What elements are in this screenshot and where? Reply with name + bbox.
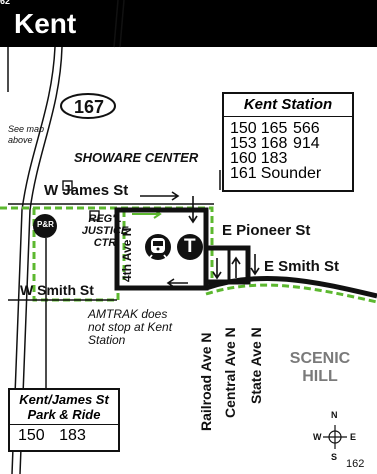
route-cell: Sounder	[260, 165, 322, 182]
see-map-note: See map above	[8, 124, 45, 145]
road-e-smith	[205, 275, 377, 299]
arrow-railroad-down	[212, 258, 222, 280]
route-cell	[293, 151, 325, 166]
walk-path-east	[205, 283, 377, 304]
w-smith-label: W Smith St	[20, 282, 94, 298]
highway-167-right	[19, 46, 63, 474]
corner-text: 62	[0, 0, 11, 6]
route-row: 150 165 566	[230, 120, 325, 137]
route-cell: 150	[230, 120, 257, 137]
route-row: 161 Sounder	[230, 165, 325, 182]
route-cell: 914	[292, 135, 320, 152]
arrow-central-up	[231, 256, 241, 278]
page-number: 162	[346, 458, 365, 470]
header-bar	[0, 0, 377, 47]
road-top-right	[113, 0, 125, 48]
arrow-smith-west	[166, 278, 188, 288]
state-ave-label: State Ave N	[248, 327, 264, 404]
justice-label: REG'L JUSTICE CTR	[81, 213, 129, 249]
route-cell: 168	[260, 135, 288, 152]
scenic-hill-label: SCENIC HILL	[289, 350, 351, 385]
route-shield-167	[60, 93, 116, 119]
route-cell: 165	[260, 120, 288, 137]
route-cell: 183	[59, 427, 86, 444]
route-cell: 566	[292, 120, 320, 137]
train-icon-light	[156, 247, 160, 251]
compass-n: N	[331, 410, 338, 420]
route-cell: 150	[18, 427, 45, 444]
route-row: 153 168 914	[230, 135, 325, 152]
compass-w: W	[313, 432, 322, 442]
kent-station-title: Kent Station	[224, 94, 352, 117]
transit-center-icon	[177, 234, 203, 260]
train-icon-window	[153, 241, 163, 246]
central-ave-label: Central Ave N	[222, 327, 238, 418]
railroad-ave-label: Railroad Ave N	[198, 332, 214, 431]
park-ride-badge-text: P&R	[37, 220, 54, 229]
page-title: Kent	[14, 8, 77, 39]
park-ride-box: Kent/James St Park & Ride 150 183	[8, 388, 120, 452]
route-cell: 160	[230, 150, 257, 167]
arrow-james-east	[140, 191, 180, 201]
route-row: 160 183	[230, 150, 325, 167]
fourth-ave-label: 4th Ave N	[120, 227, 134, 282]
highway-167-left	[11, 46, 56, 474]
park-ride-title: Kent/James St Park & Ride	[10, 390, 118, 425]
compass-s: S	[331, 452, 338, 462]
route-cell: 153	[230, 135, 257, 152]
park-ride-routes: 150 183	[10, 425, 118, 447]
arrow-state-down	[250, 254, 260, 276]
route-shield-label: 167	[74, 97, 105, 117]
route-cell: 183	[260, 150, 288, 167]
transit-badge-text: T	[184, 236, 196, 257]
compass-e: E	[350, 432, 357, 442]
w-james-label: W James St	[44, 182, 129, 199]
park-ride-icon	[33, 214, 57, 238]
arrow-station-down	[188, 196, 198, 224]
e-smith-label: E Smith St	[264, 258, 340, 275]
amtrak-note: AMTRAK does not stop at Kent Station	[88, 307, 173, 347]
train-icon-wheels	[147, 254, 169, 261]
kent-station-box: Kent Station 150 165 566 153 168 914 160…	[222, 92, 354, 192]
showare-marker	[62, 180, 73, 191]
e-pioneer-label: E Pioneer St	[222, 222, 311, 239]
kent-station-routes: 150 165 566 153 168 914 160 183 161 Soun…	[230, 120, 325, 182]
route-cell: 161	[230, 165, 257, 182]
showare-label: SHOWARE CENTER	[74, 150, 199, 165]
compass-needle	[323, 425, 347, 449]
justice-marker	[89, 210, 100, 221]
